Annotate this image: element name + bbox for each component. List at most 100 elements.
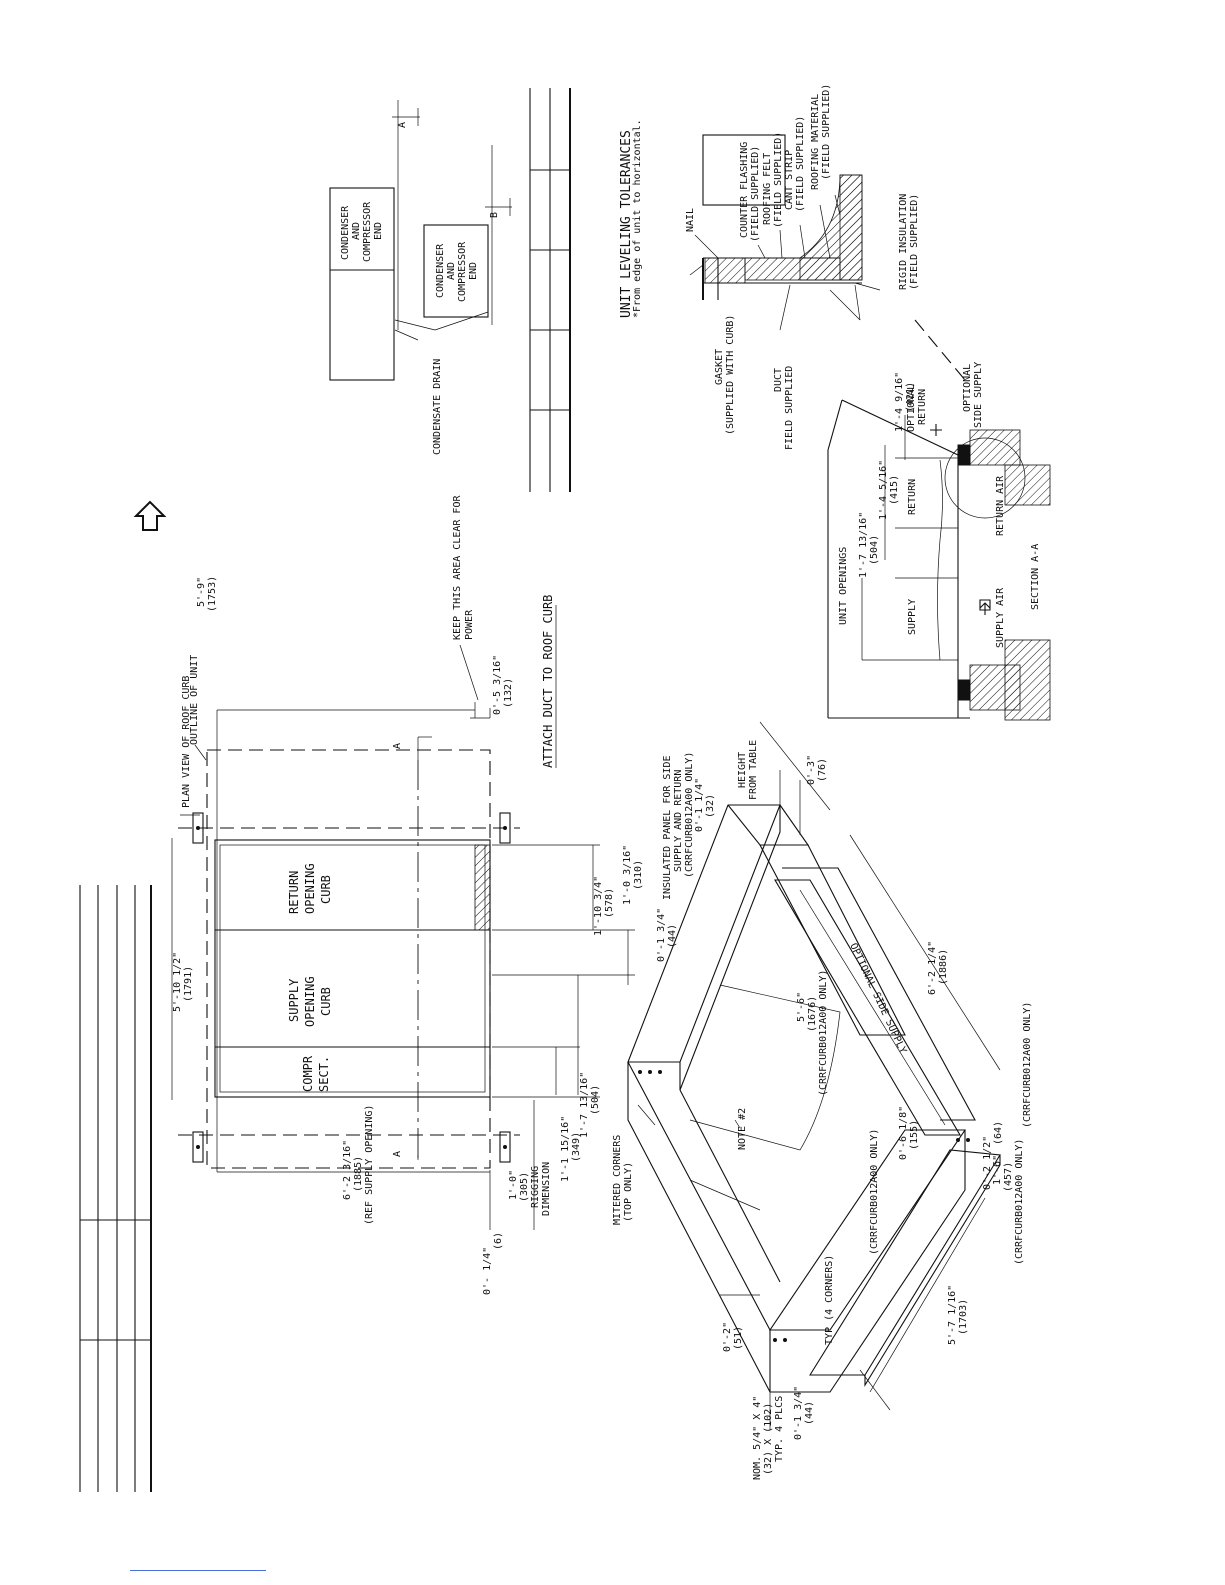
dim-0-6-1-8-mm: (155): [909, 1120, 920, 1150]
note-2: NOTE #2: [737, 1108, 748, 1150]
section-supply: SUPPLY: [907, 599, 918, 635]
outline-label: OUTLINE OF UNIT: [189, 655, 200, 745]
section-dim-1-4-5-16-mm: (415): [889, 475, 900, 505]
dim-1-0: 1'-0": [508, 1170, 519, 1200]
rigid-insulation-note: (FIELD SUPPLIED): [909, 194, 920, 290]
nail-label: NAIL: [685, 208, 696, 232]
mark-a: A: [397, 122, 408, 128]
mark-b: B: [489, 212, 500, 218]
insulated-3: (CRRFCURB012A00 ONLY): [684, 752, 695, 878]
supply-air: SUPPLY AIR: [995, 587, 1006, 648]
supply-line3: CURB: [319, 987, 333, 1016]
supply-line2: OPENING: [303, 976, 317, 1027]
dim-0-2-1-2: 0'-2 1/2": [982, 1136, 993, 1190]
unit-openings: UNIT OPENINGS: [838, 547, 849, 625]
dim-1-0-3-16-mm: (310): [633, 860, 644, 890]
footer-link-underline[interactable]: [130, 1570, 266, 1571]
dim-right: 5'-9": [196, 577, 207, 607]
dim-5-3-16-mm: (132): [503, 678, 514, 708]
section-mark-top: A: [392, 743, 403, 749]
return-air: RETURN AIR: [995, 475, 1006, 536]
keep-clear-label-2: POWER: [464, 609, 475, 640]
dim-1-10-3-4: 1'-10 3/4": [593, 876, 604, 936]
return-line3: CURB: [319, 875, 333, 904]
mitered-2: (TOP ONLY): [623, 1162, 634, 1222]
dim-6-2-1-4: 6'-2 1/4": [927, 941, 938, 995]
dim-1-10-3-4-mm: (578): [604, 888, 615, 918]
dim-1-1-15: 1'-1 15/16": [560, 1116, 571, 1182]
counter-flashing-note: (FIELD SUPPLIED): [750, 146, 761, 242]
dim-5-6: 5'-6": [796, 992, 807, 1022]
condenser-b-4: END: [468, 262, 479, 280]
compr-line2: SECT.: [317, 1056, 331, 1092]
dim-0-2: 0'-2": [722, 1322, 733, 1352]
dim-overall-mm: (1791): [183, 966, 194, 1002]
plan-view: PLAN VIEW OF ROOF CURB OUTLINE OF UNIT K…: [171, 495, 644, 1295]
dim-1-4-mm: (6): [493, 1232, 504, 1250]
nom-1: NOM. 5/4" X 4": [752, 1396, 763, 1480]
leveling-title: UNIT LEVELING TOLERANCES: [619, 130, 634, 318]
left-table: [79, 885, 152, 1492]
cant-strip: CANT STRIP: [784, 150, 795, 210]
dim-1-6-mm: (457): [1003, 1162, 1014, 1192]
dim-0-6-1-8: 0'-6 1/8": [898, 1106, 909, 1160]
gasket: GASKET: [714, 349, 725, 385]
section-a-a: UNIT OPENINGS SUPPLY RETURN SUPPLY AIR R…: [827, 362, 1051, 721]
dim-6-2-1-4-mm: (1886): [938, 949, 949, 985]
dim-0-2-1-2-note: (CRRFCURB012A00 ONLY): [1022, 1002, 1033, 1128]
section-return: RETURN: [907, 479, 918, 515]
dim-0-1-3-4: 0'-1 3/4": [656, 908, 667, 962]
roofing-material-note: (FIELD SUPPLIED): [821, 84, 832, 180]
gasket-note: (SUPPLIED WITH CURB): [725, 315, 736, 435]
condenser-b-2: AND: [446, 262, 457, 280]
condenser-2: AND: [351, 222, 362, 240]
return-line1: RETURN: [287, 871, 301, 914]
optional-return-1: OPTIONAL: [906, 384, 917, 432]
section-title: SECTION A-A: [1030, 544, 1041, 610]
dim-1-0-mm: (305): [519, 1172, 530, 1202]
dim-5-6-mm: (1676): [807, 996, 818, 1032]
plan-view-label: PLAN VIEW OF ROOF CURB: [181, 676, 192, 808]
height-1: HEIGHT: [737, 752, 748, 788]
condenser-b-3: COMPRESSOR: [457, 241, 468, 302]
dim-5-6-note: (CRRFCURB012A00 ONLY): [818, 970, 829, 1096]
dim-left-mm: (1885): [353, 1156, 364, 1192]
dim-5-7-1-16: 5'-7 1/16": [947, 1285, 958, 1345]
nom-2: (32) X (102): [763, 1403, 774, 1475]
condensate-drain: CONDENSATE DRAIN: [432, 359, 443, 455]
dim-5-7-1-16-mm: (1703): [958, 1299, 969, 1335]
insulated-2: SUPPLY AND RETURN: [673, 770, 684, 872]
height-2: FROM TABLE: [748, 740, 759, 800]
compr-line1: COMPR: [301, 1055, 315, 1092]
mitered-1: MITERED CORNERS: [612, 1135, 623, 1225]
dim-0-1-3-4-mm: (44): [667, 924, 678, 948]
dim-1-0-3-16: 1'-0 3/16": [622, 845, 633, 905]
dim-0-1-3-4-b-mm: (44): [804, 1401, 815, 1425]
optional-side-supply: OPTIONAL SIDE SUPPLY: [847, 942, 908, 1056]
dim-left-note: (REF SUPPLY OPENING): [364, 1105, 375, 1225]
duct-label: DUCT: [773, 368, 784, 392]
insulated-1: INSULATED PANEL FOR SIDE: [662, 756, 673, 901]
rigid-insulation: RIGID INSULATION: [898, 194, 909, 290]
dim-5-3-16: 0'-5 3/16": [492, 655, 503, 715]
section-dim-1-7-13: 1'-7 13/16": [858, 512, 869, 578]
duct-note: FIELD SUPPLIED: [784, 366, 795, 450]
dim-1-7-13-mm: (504): [590, 1085, 601, 1115]
dim-right-mm: (1753): [207, 576, 218, 612]
dim-0-3-mm: (76): [817, 758, 828, 782]
section-dim-1-4-9-16: 1'-4 9/16": [894, 372, 905, 432]
dim-left: 6'-2 3/16": [342, 1140, 353, 1200]
leveling-diagram: CONDENSER AND COMPRESSOR END CONDENSER A…: [329, 100, 643, 455]
right-table: [529, 88, 571, 492]
isometric-curb: INSULATED PANEL FOR SIDE SUPPLY AND RETU…: [612, 721, 1033, 1480]
roofing-felt-note: (FIELD SUPPLIED): [773, 132, 784, 228]
section-dim-1-7-13-mm: (504): [869, 535, 880, 565]
condenser-b-1: CONDENSER: [435, 243, 446, 298]
dim-0-2-mm: (51): [733, 1326, 744, 1350]
direction-arrow-icon: [133, 500, 167, 531]
dim-1-6-note: (CRRFCURB012A00 ONLY): [1014, 1139, 1025, 1265]
leveling-note: *From edge of unit to horizontal.: [632, 119, 643, 318]
condenser-1: CONDENSER: [340, 205, 351, 260]
optional-return-2: RETURN: [917, 389, 928, 425]
